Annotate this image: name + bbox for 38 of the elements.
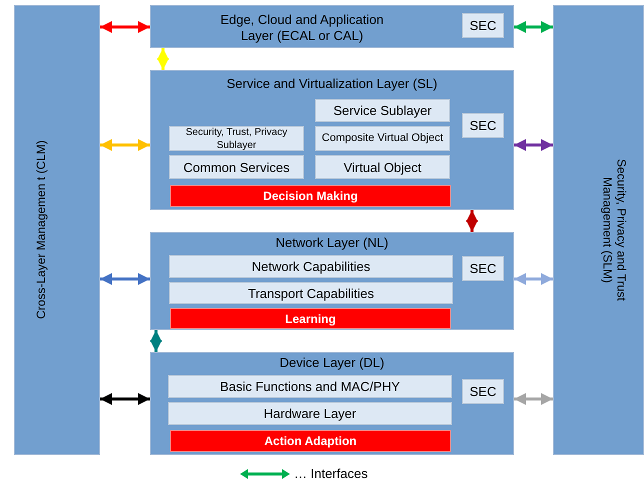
arrow: [150, 330, 162, 352]
arrow: [100, 273, 150, 285]
arrow: [514, 139, 553, 151]
function-box: Network Capabilities: [169, 255, 453, 278]
side-panel: Security, Privacy and Trust Management (SLM): [553, 5, 644, 455]
function-bar: Action Adaption: [170, 430, 451, 452]
function-box: Hardware Layer: [168, 402, 452, 425]
function-bar: Decision Making: [170, 185, 451, 207]
arrow: [466, 210, 478, 232]
layer-title: Device Layer (DL): [278, 356, 386, 370]
layer-panel: [150, 352, 514, 455]
layer-title: Service and Virtualization Layer (SL): [226, 77, 438, 91]
layer-title: Edge, Cloud and Application Layer (ECAL or CAL): [219, 12, 385, 44]
arrow: [514, 393, 553, 405]
layer-panel: [150, 70, 514, 210]
function-box: SEC: [462, 256, 504, 281]
arrow: [100, 21, 150, 33]
function-box: SEC: [462, 13, 504, 38]
function-box: Transport Capabilities: [169, 282, 453, 304]
function-box: Composite Virtual Object: [315, 126, 450, 151]
arrow: [100, 139, 150, 151]
arrow: [514, 21, 553, 33]
function-box: Service Sublayer: [315, 99, 450, 122]
function-box: SEC: [462, 113, 504, 138]
arrow: [157, 48, 169, 70]
layer-panel: [150, 5, 514, 48]
function-box: Virtual Object: [315, 155, 450, 179]
arrow: [514, 273, 553, 285]
layer-panel: [150, 232, 514, 330]
function-box: Security, Trust, Privacy Sublayer: [169, 126, 304, 151]
function-box: Common Services: [169, 155, 304, 179]
layer-title: Network Layer (NL): [274, 236, 390, 250]
function-box: SEC: [462, 379, 504, 404]
legend-label: … Interfaces: [294, 466, 368, 481]
arrow: [100, 393, 150, 405]
function-box: Basic Functions and MAC/PHY: [168, 375, 452, 398]
function-bar: Learning: [170, 308, 451, 329]
side-panel: Cross-Layer Managemen t (CLM): [14, 5, 100, 455]
